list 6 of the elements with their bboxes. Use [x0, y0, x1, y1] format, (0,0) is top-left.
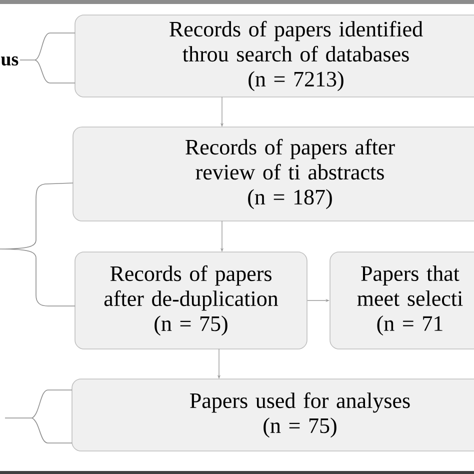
process-box: Records of papers after review of ti abstracts (n = 187) — [72, 126, 474, 222]
label-text: us — [0, 56, 18, 66]
process-box: Papers that meet selecti (n = 71 — [330, 252, 474, 350]
process-box: Records of papers identified throu search of databases (n = 7213) — [74, 14, 474, 98]
process-box: Papers used for analyses (n = 75) — [72, 378, 474, 452]
process-box: Records of papers after de-duplication (n = 75) — [74, 252, 308, 350]
